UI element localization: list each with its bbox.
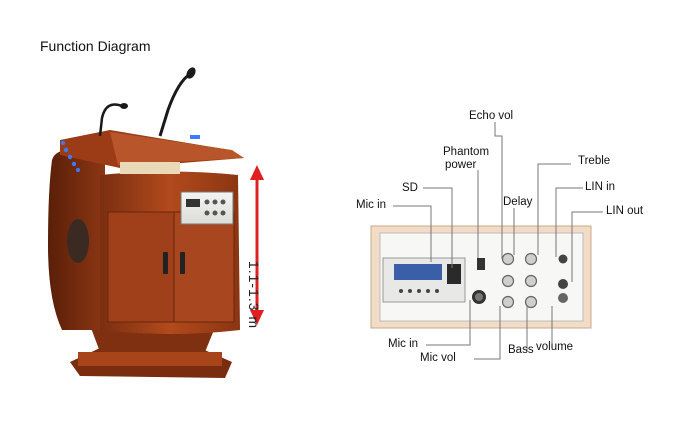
label-lin-in: LIN in (585, 181, 616, 193)
label-mic-in-top: Mic in (356, 199, 387, 211)
label-mic-vol: Mic vol (420, 352, 456, 364)
label-delay: Delay (503, 196, 533, 208)
label-sd: SD (402, 182, 418, 194)
label-phantom-power-2: power (445, 159, 477, 171)
label-volume: volume (536, 341, 574, 353)
label-treble: Treble (578, 155, 611, 167)
label-phantom-power-1: Phantom (443, 146, 490, 158)
label-lin-out: LIN out (606, 205, 644, 217)
label-echo-vol: Echo vol (469, 110, 514, 122)
label-bass: Bass (508, 344, 534, 356)
label-mic-in-bottom: Mic in (388, 338, 419, 350)
page-title: Function Diagram (40, 38, 151, 54)
height-label: 1.1-1.3 m (246, 260, 262, 330)
